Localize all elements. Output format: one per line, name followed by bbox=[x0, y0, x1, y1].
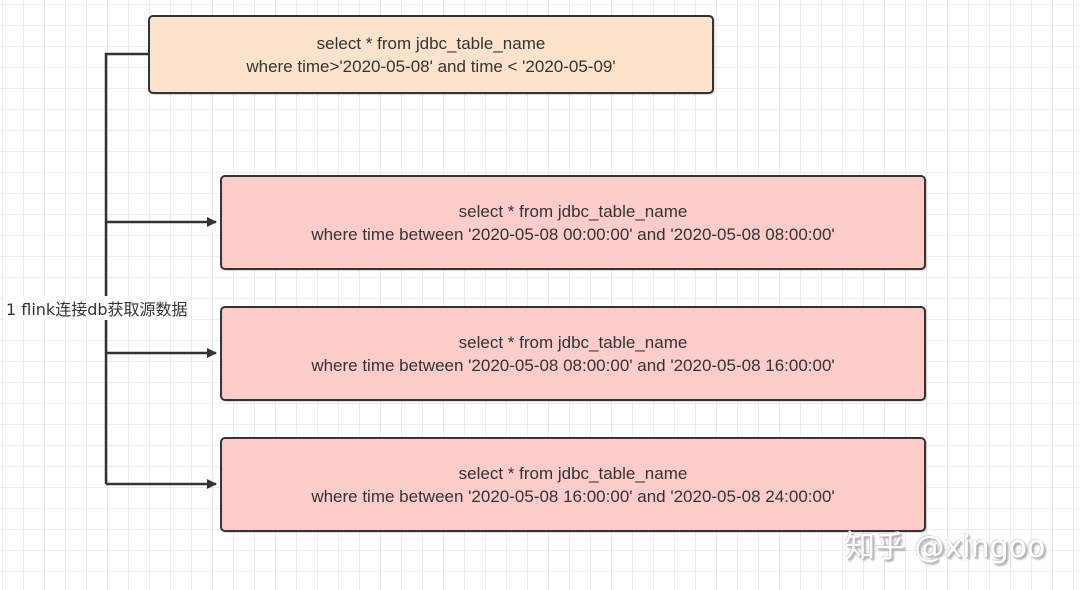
split-query-node-2[interactable]: select * from jdbc_table_name where time… bbox=[220, 306, 926, 401]
split-query-2-line-1: select * from jdbc_table_name bbox=[458, 332, 688, 352]
split-query-node-3[interactable]: select * from jdbc_table_name where time… bbox=[220, 437, 926, 532]
split-query-node-1[interactable]: select * from jdbc_table_name where time… bbox=[220, 175, 926, 270]
source-query-node[interactable]: select * from jdbc_table_name where time… bbox=[148, 15, 714, 94]
trunk-line bbox=[104, 52, 148, 484]
split-query-2-line-2: where time between '2020-05-08 08:00:00'… bbox=[311, 355, 835, 375]
edge-label: 1 flink连接db获取源数据 bbox=[4, 296, 190, 320]
source-query-line-2: where time>'2020-05-08' and time < '2020… bbox=[246, 56, 616, 76]
split-query-1-line-2: where time between '2020-05-08 00:00:00'… bbox=[311, 224, 835, 244]
split-query-3-line-2: where time between '2020-05-08 16:00:00'… bbox=[311, 486, 835, 506]
split-query-1-line-1: select * from jdbc_table_name bbox=[458, 201, 688, 221]
watermark: 知乎 @xingoo bbox=[845, 530, 1046, 565]
split-query-3-line-1: select * from jdbc_table_name bbox=[458, 463, 688, 483]
source-query-line-1: select * from jdbc_table_name bbox=[316, 33, 546, 53]
